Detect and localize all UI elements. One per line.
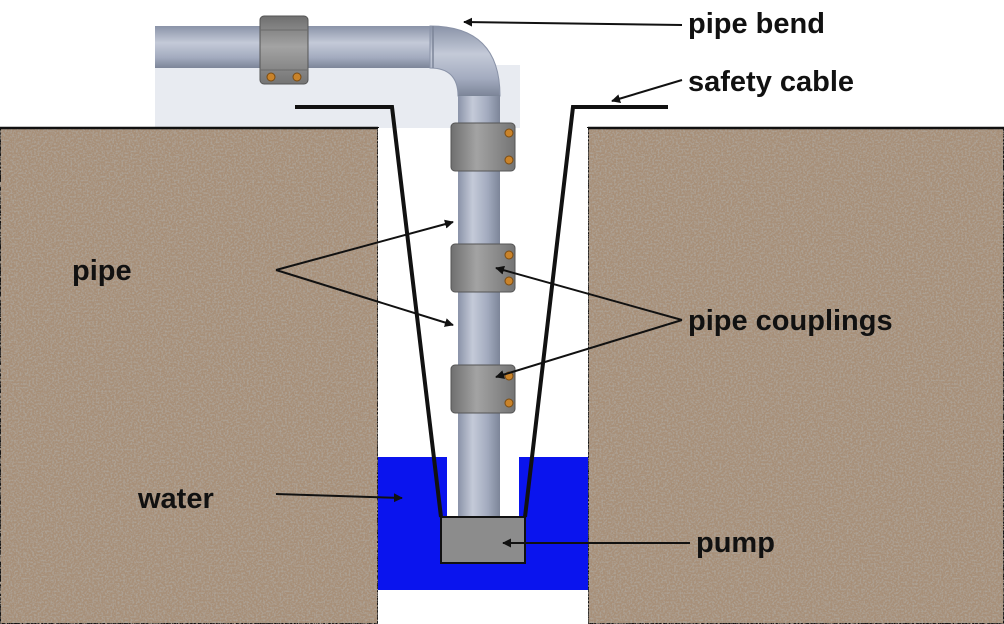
bolt bbox=[266, 72, 276, 82]
label-water: water bbox=[137, 483, 214, 515]
pipe-coupling-3 bbox=[450, 364, 516, 414]
arrow-safety-cable bbox=[611, 79, 683, 103]
pipe-coupling-2 bbox=[450, 243, 516, 293]
label-pipe-couplings: pipe couplings bbox=[688, 305, 893, 337]
soil bbox=[0, 126, 1004, 624]
label-pipe-bend: pipe bend bbox=[688, 8, 825, 40]
annotation-arrows bbox=[275, 17, 690, 548]
label-pipe: pipe bbox=[72, 255, 132, 287]
arrow-pipe-lower bbox=[275, 269, 454, 327]
arrow-water bbox=[275, 493, 403, 503]
label-safety-cable: safety cable bbox=[688, 66, 854, 98]
label-pump: pump bbox=[696, 527, 775, 559]
surface-coupling bbox=[259, 15, 309, 85]
arrow-coupling-2 bbox=[495, 265, 683, 321]
arrow-pipe-bend bbox=[463, 17, 683, 27]
safety-cable-right bbox=[523, 105, 668, 518]
pipe-coupling-1 bbox=[450, 122, 516, 172]
bolt bbox=[292, 72, 302, 82]
safety-cable-left bbox=[295, 105, 443, 518]
arrow-coupling-3 bbox=[495, 319, 683, 379]
arrow-pipe-upper bbox=[275, 219, 454, 271]
pump bbox=[440, 516, 526, 564]
